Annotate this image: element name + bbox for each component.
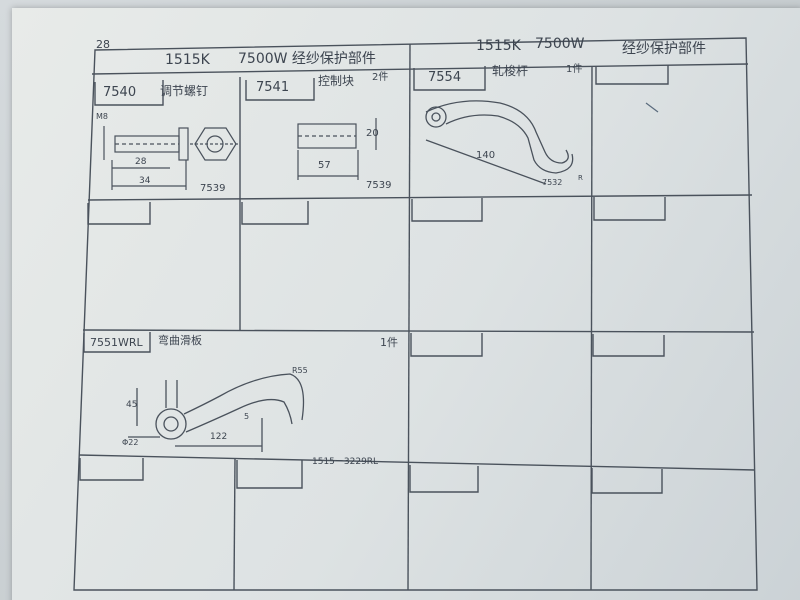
- tab-7551wrl: [83, 332, 151, 353]
- dim-7551wrl-offset: 5: [244, 412, 250, 421]
- pen-mark: [645, 102, 659, 113]
- drawing-no-7554: 7532: [542, 178, 563, 187]
- tab-empty-8: [79, 458, 144, 481]
- tab-empty-1: [595, 65, 669, 85]
- dim-7540-length-2: 34: [139, 176, 151, 186]
- table-border: [73, 37, 758, 591]
- part-code-7554: 7554: [428, 70, 462, 85]
- page-number: 28: [96, 38, 110, 51]
- divider-b: [590, 66, 593, 591]
- header-right-code: 7500W: [535, 36, 585, 52]
- tab-7554: [413, 66, 486, 91]
- document-page: [12, 8, 800, 600]
- tab-7541: [245, 78, 315, 101]
- block-drawing: [297, 118, 377, 180]
- tab-empty-6: [410, 333, 483, 357]
- dim-7551wrl-height: 45: [126, 400, 138, 410]
- part-qty-7554: 1件: [566, 64, 583, 75]
- part-code-7551wrl: 7551WRL: [90, 336, 143, 349]
- tab-empty-5: [593, 197, 666, 221]
- dim-7540-thread: M8: [96, 112, 108, 121]
- drawing-no-7551wrl: 1515－3229RL: [312, 457, 379, 467]
- tab-empty-4: [411, 198, 483, 222]
- part-name-7554: 轧梭杆: [492, 64, 529, 78]
- header-right-model: 1515K: [476, 38, 521, 54]
- tab-7540: [94, 80, 164, 106]
- header-divider: [91, 63, 749, 75]
- dim-7541-length: 57: [318, 160, 331, 171]
- part-name-7551wrl: 弯曲滑板: [158, 334, 202, 347]
- part-name-7541: 控制块: [318, 74, 355, 88]
- dim-7551wrl-length: 122: [210, 432, 228, 442]
- dim-7554-length: 140: [476, 150, 496, 161]
- header-left-model: 1515K: [165, 52, 210, 68]
- tab-empty-2: [87, 202, 151, 225]
- dim-7551wrl-diameter: Φ22: [122, 438, 139, 447]
- row-line-2: [82, 329, 755, 333]
- divider-c: [233, 457, 236, 591]
- tab-empty-11: [591, 468, 663, 494]
- dim-7554-radius: R: [578, 174, 583, 182]
- part-name-7540: 调节螺钉: [160, 84, 209, 98]
- part-code-7541: 7541: [256, 80, 290, 95]
- row-line-1: [87, 194, 753, 201]
- tab-empty-3: [241, 201, 309, 225]
- row-line-3: [78, 454, 756, 471]
- slide-plate-drawing: [128, 373, 305, 452]
- dim-7540-length-1: 28: [135, 157, 147, 167]
- drawing-no-7540: 7539: [200, 183, 226, 194]
- header-right-title: 经纱保护部件: [622, 41, 706, 57]
- screw-drawing: [103, 126, 240, 190]
- tab-empty-7: [592, 334, 665, 357]
- tab-empty-10: [409, 465, 479, 493]
- tab-empty-9: [236, 460, 303, 489]
- part-code-7540: 7540: [103, 85, 137, 100]
- part-qty-7551wrl: 1件: [380, 336, 398, 349]
- lever-drawing: [425, 100, 574, 185]
- header-left-title: 7500W 经纱保护部件: [238, 51, 376, 67]
- dim-7541-height: 20: [366, 128, 379, 139]
- center-divider: [407, 43, 411, 591]
- dim-7551wrl-radius: R55: [292, 366, 308, 375]
- drawing-no-7541: 7539: [366, 180, 392, 191]
- part-qty-7541: 2件: [372, 72, 389, 83]
